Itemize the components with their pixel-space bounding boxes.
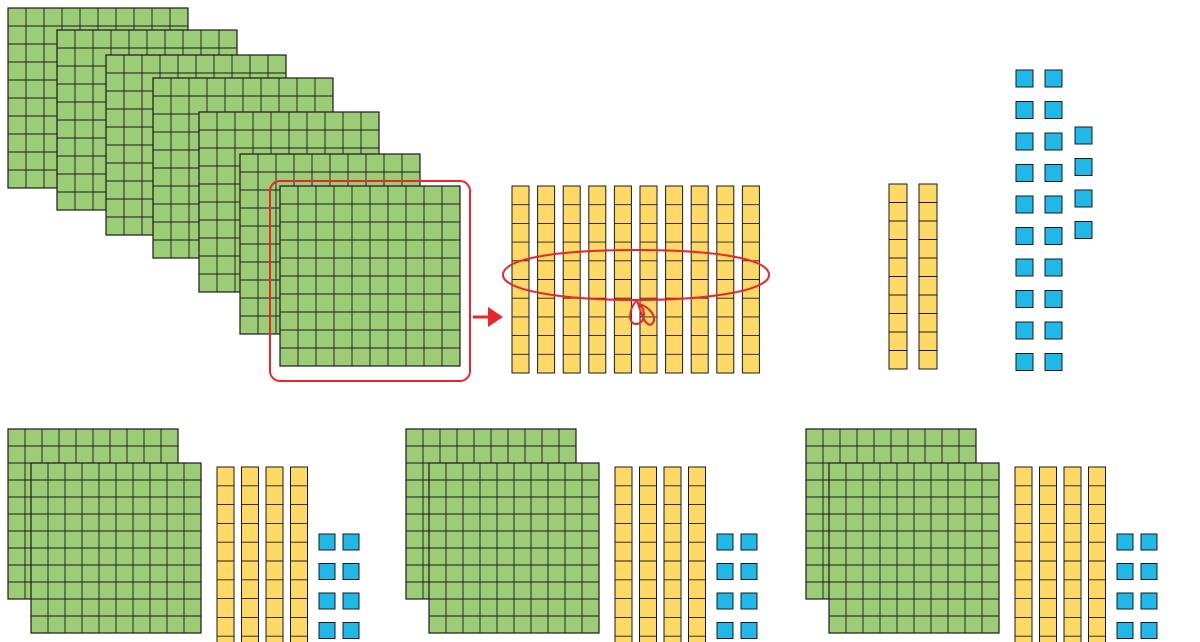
unit-cube-1 (319, 534, 335, 550)
unit-cube-6 (741, 593, 757, 609)
unit-cube-11 (1016, 228, 1033, 245)
top-unit-cubes (1016, 70, 1092, 371)
unit-cube-7 (1117, 623, 1133, 639)
unit-cube-9 (1016, 196, 1033, 213)
unit-cube-1 (1016, 70, 1033, 87)
bottom-group-3 (806, 429, 1157, 642)
ten-rod-7 (666, 186, 683, 373)
ten-rod-4 (291, 467, 308, 642)
bottom-group-1 (8, 429, 359, 642)
hundred-flat-2 (429, 463, 599, 633)
unit-cube-4 (741, 564, 757, 580)
unit-cube-3 (1117, 564, 1133, 580)
unit-cube-8 (1141, 623, 1157, 639)
hundred-flat-2 (829, 463, 999, 633)
ten-rod-2 (538, 186, 555, 373)
unit-cube-20 (1045, 354, 1062, 371)
unit-cube-8 (343, 623, 359, 639)
ten-rod-4 (1089, 467, 1106, 642)
unit-cube-14 (1045, 259, 1062, 276)
ten-rod-6 (640, 186, 657, 373)
unit-cube-7 (1016, 165, 1033, 182)
ten-rod-3 (266, 467, 283, 642)
separate-rod-2 (919, 184, 937, 369)
unit-cube-8 (1045, 165, 1062, 182)
ten-rod-2 (242, 467, 259, 642)
ten-rod-1 (512, 186, 529, 373)
ten-rod-1 (217, 467, 234, 642)
ten-rod-4 (589, 186, 606, 373)
unit-cube-4 (1141, 564, 1157, 580)
unit-cube-2 (1045, 70, 1062, 87)
unit-cube-17 (1016, 322, 1033, 339)
unit-cube-13 (1016, 259, 1033, 276)
ten-rod-3 (1064, 467, 1081, 642)
unit-cube-16 (1045, 291, 1062, 308)
unit-cube-22 (1075, 159, 1092, 176)
top-separate-rods (889, 184, 937, 369)
unit-cube-12 (1045, 228, 1062, 245)
unit-cube-2 (741, 534, 757, 550)
ten-rod-3 (563, 186, 580, 373)
unit-cube-7 (319, 623, 335, 639)
hundred-flat-2 (31, 463, 201, 633)
unit-cube-3 (1016, 102, 1033, 119)
unit-cube-3 (717, 564, 733, 580)
ten-rod-1 (1015, 467, 1032, 642)
ten-rod-3 (664, 467, 681, 642)
unit-cube-3 (319, 564, 335, 580)
top-exchanged-rods (512, 186, 759, 373)
unit-cube-6 (1045, 133, 1062, 150)
unit-cube-8 (741, 623, 757, 639)
ten-rod-1 (615, 467, 632, 642)
unit-cube-5 (319, 593, 335, 609)
separate-rod-1 (889, 184, 907, 369)
unit-cube-2 (343, 534, 359, 550)
unit-cube-5 (1117, 593, 1133, 609)
unit-cube-18 (1045, 322, 1062, 339)
hundred-flat-7 (280, 186, 460, 366)
unit-cube-5 (1016, 133, 1033, 150)
unit-cube-1 (717, 534, 733, 550)
bottom-groups (8, 429, 1157, 642)
unit-cube-6 (1141, 593, 1157, 609)
unit-cube-19 (1016, 354, 1033, 371)
unit-cube-4 (1045, 102, 1062, 119)
unit-cube-24 (1075, 222, 1092, 239)
unit-cube-4 (343, 564, 359, 580)
ten-rod-9 (717, 186, 734, 373)
unit-cube-2 (1141, 534, 1157, 550)
unit-cube-1 (1117, 534, 1133, 550)
unit-cube-5 (717, 593, 733, 609)
unit-cube-15 (1016, 291, 1033, 308)
unit-cube-6 (343, 593, 359, 609)
unit-cube-10 (1045, 196, 1062, 213)
top-hundreds-stack (8, 8, 460, 366)
unit-cube-7 (717, 623, 733, 639)
unit-cube-21 (1075, 127, 1092, 144)
ten-rod-8 (691, 186, 708, 373)
bottom-group-2 (406, 429, 757, 642)
unit-cube-23 (1075, 190, 1092, 207)
ten-rod-2 (640, 467, 657, 642)
ten-rod-5 (614, 186, 631, 373)
ten-rod-2 (1040, 467, 1057, 642)
right-arrow-icon (473, 307, 503, 327)
ten-rod-10 (742, 186, 759, 373)
ten-rod-4 (689, 467, 706, 642)
